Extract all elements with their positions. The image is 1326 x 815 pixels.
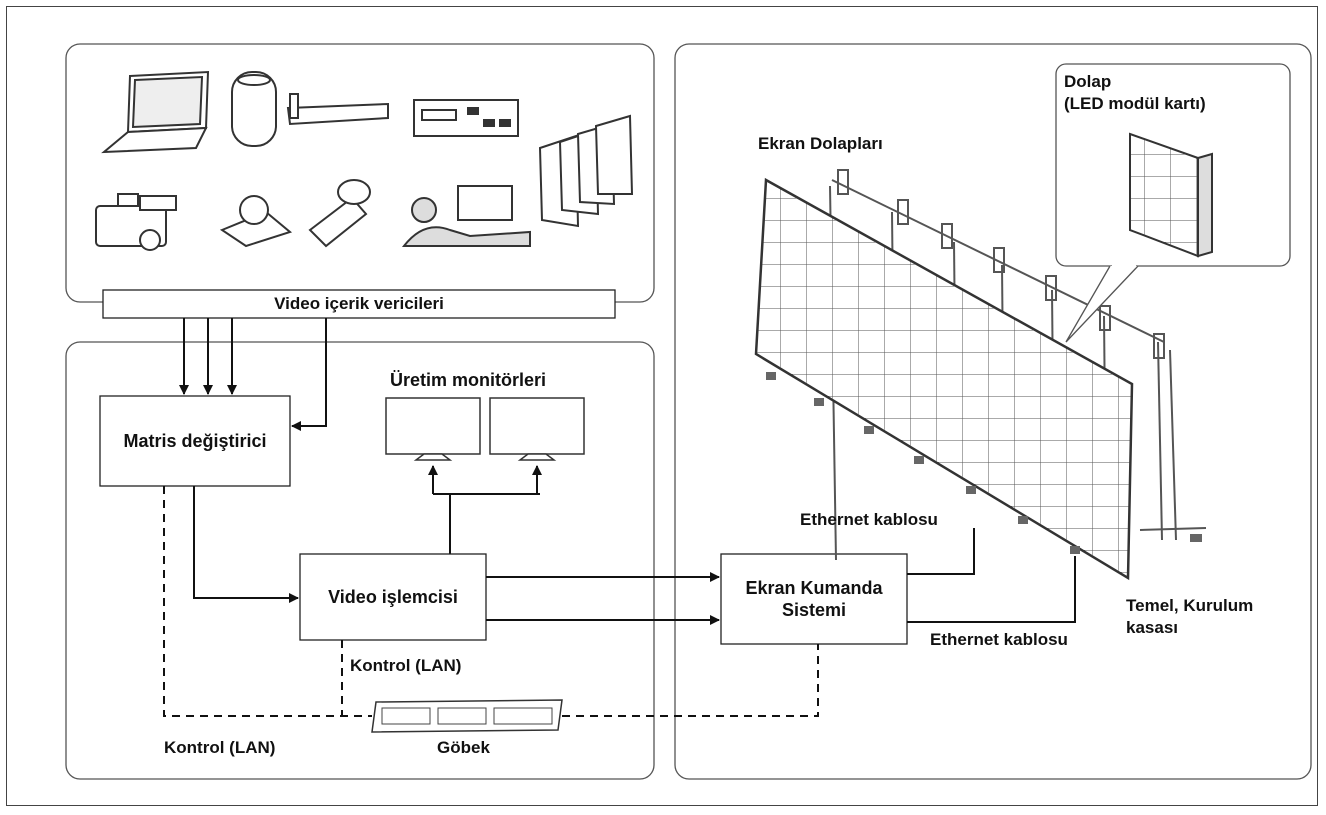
matrix-switcher-box [99,395,291,487]
cabinet-module-icon [1129,132,1213,258]
cabinet-subtitle: (LED modül kartı) [1064,94,1206,113]
matrix-switcher-label: Matris değiştirici [123,431,267,451]
hub-label: Göbek [437,738,490,757]
ptz-camera-icon [219,195,293,248]
ethernet-cable-label-bottom: Ethernet kablosu [930,630,1068,649]
box-camera-icon [308,179,371,248]
operator-desk-icon [401,185,531,247]
led-wall-icon [754,169,1207,581]
production-monitor-icon [385,397,481,461]
diagram-frame [6,6,1318,806]
display-control-system-box [720,553,908,645]
video-processor-box [299,553,487,641]
cabinet-title: Dolap [1064,72,1112,91]
video-processor-label: Video işlemcisi [328,587,458,607]
lan-lines [163,486,819,717]
base-label-line2: kasası [1126,618,1178,637]
display-cabinets-label: Ekran Dolapları [758,134,883,153]
base-label-line1: Temel, Kurulum [1126,596,1254,615]
recorder-deck-icon [413,99,519,137]
display-control-system-line1: Ekran Kumanda [745,578,883,598]
ethernet-cable-label-top: Ethernet kablosu [800,510,938,529]
video-senders-bar [102,289,616,319]
display-control-system-line2: Sistemi [781,600,847,620]
camcorder-icon [95,193,177,251]
laptop-icon [101,70,210,154]
control-lan-label-processor: Kontrol (LAN) [350,656,462,675]
video-senders-label: Video içerik vericileri [274,294,444,313]
bluray-player-icon [286,93,389,126]
server-rack-icon [538,114,634,228]
display-control-system-label: Ekran Kumanda Sistemi [721,554,907,644]
production-monitors-label: Üretim monitörleri [390,370,547,390]
production-monitor-icon [489,397,585,461]
control-lan-label-matrix: Kontrol (LAN) [164,738,276,757]
media-server-icon [231,71,277,147]
control-room-panel [65,341,655,780]
hub-icon [371,699,563,733]
display-panel [674,43,1312,780]
